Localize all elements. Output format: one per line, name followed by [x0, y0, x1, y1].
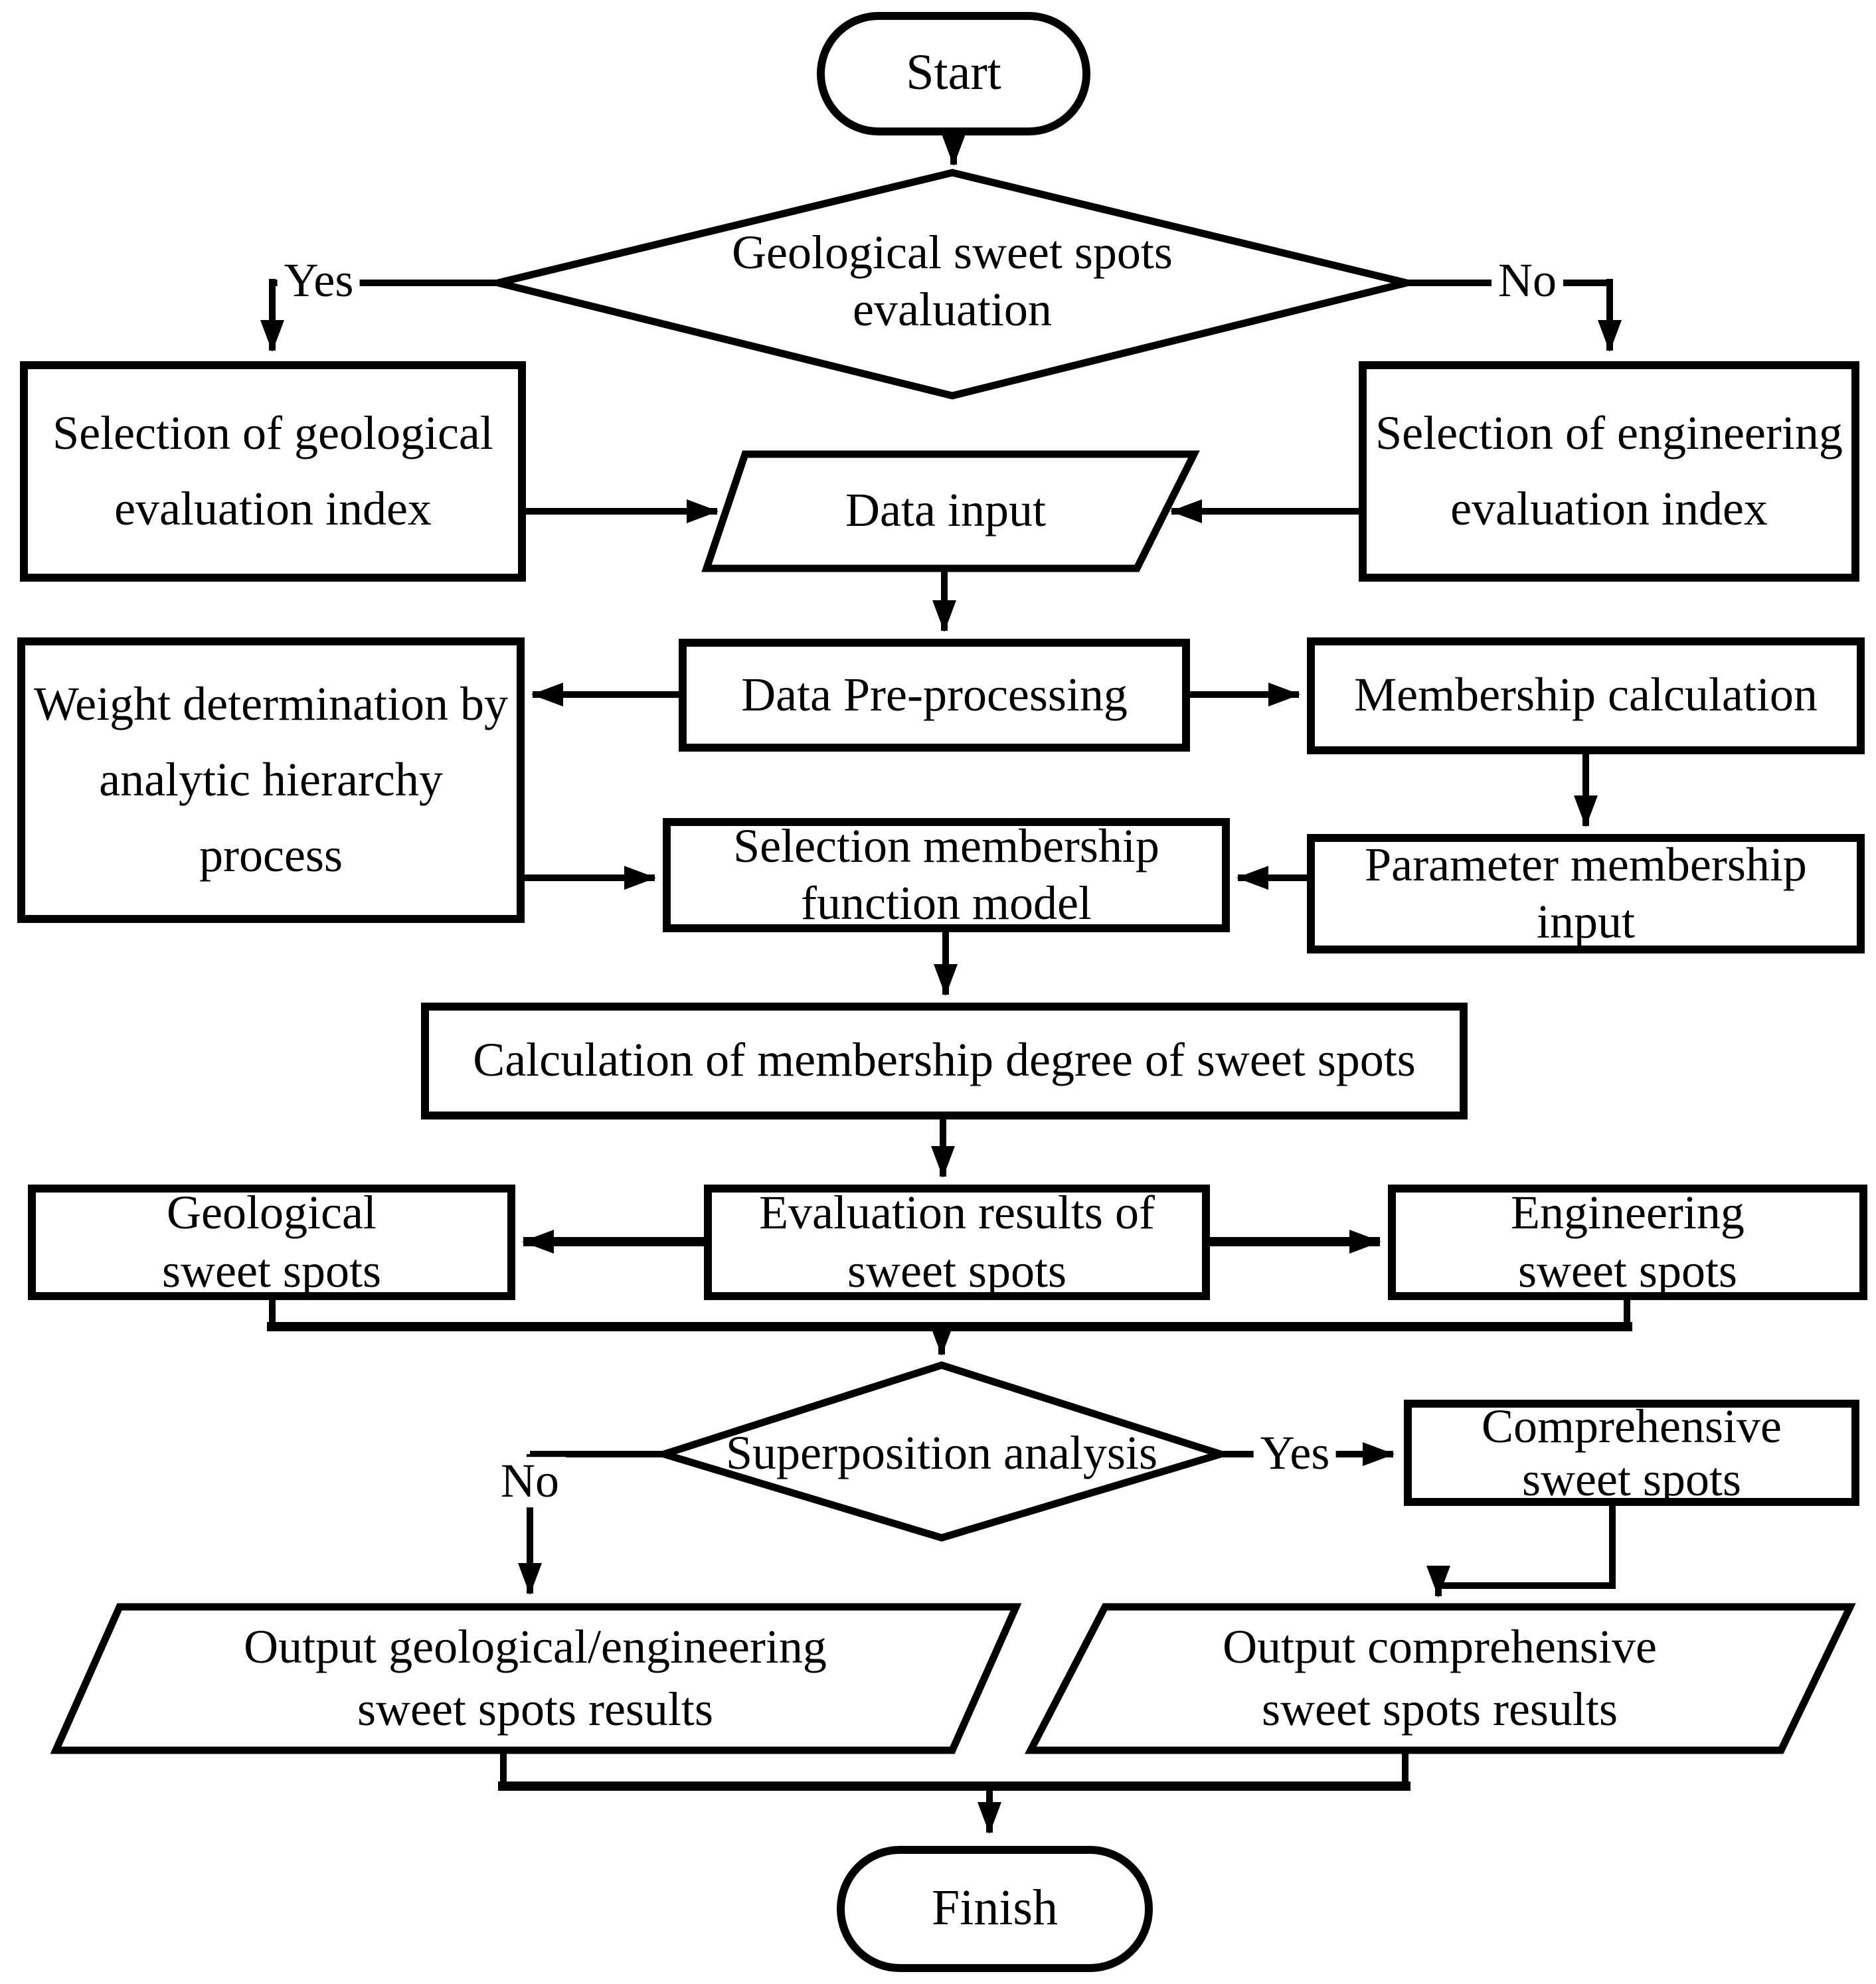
node-finish: Finish	[837, 1846, 1153, 1972]
label-line: sweet spots	[847, 1244, 1066, 1297]
label-line: Selection of geological	[52, 406, 493, 460]
label-line: sweet spots results	[1262, 1683, 1618, 1736]
label-line: Parameter membership	[1365, 837, 1807, 891]
label-line: Membership calculation	[1354, 668, 1818, 722]
edge-comprehensive-outputcomp	[1426, 1506, 1616, 1598]
label-line: Comprehensive	[1482, 1399, 1782, 1453]
label-line: evaluation index	[1450, 482, 1768, 535]
node-output-comprehensive-label: Output comprehensive sweet spots results	[1041, 1616, 1838, 1741]
label-line: input	[1536, 895, 1635, 948]
node-start: Start	[817, 12, 1090, 135]
edge-label-yes: Yes	[1253, 1428, 1337, 1479]
label-line: evaluation index	[114, 482, 432, 535]
label-line: Data input	[845, 483, 1046, 537]
node-evaluation-results: Evaluation results of sweet spots	[704, 1185, 1210, 1300]
node-membership-calculation: Membership calculation	[1307, 637, 1865, 754]
label-line: sweet spots results	[357, 1683, 713, 1736]
node-parameter-membership-input: Parameter membership input	[1307, 834, 1865, 953]
label-line: analytic hierarchy	[99, 753, 443, 807]
label-line: Geological	[167, 1186, 377, 1240]
node-comprehensive-sweet-spots: Comprehensive sweet spots	[1404, 1399, 1859, 1506]
node-selection-engineering-index: Selection of engineering evaluation inde…	[1359, 361, 1859, 582]
node-output-geo-eng-label: Output geological/engineering sweet spot…	[137, 1616, 934, 1741]
io-output-comprehensive-shape	[1024, 1603, 1856, 1754]
io-data-input-shape	[701, 450, 1200, 572]
node-selection-membership-function: Selection membership function model	[663, 818, 1230, 932]
edge-label-no: No	[494, 1456, 566, 1507]
io-output-geo-eng-shape	[50, 1603, 1022, 1754]
node-data-input-label: Data input	[746, 478, 1145, 544]
label-line: Calculation of membership degree of swee…	[473, 1033, 1416, 1087]
label-line: Engineering	[1511, 1186, 1745, 1240]
label-line: Output comprehensive	[1223, 1620, 1657, 1674]
label-line: sweet spots	[1522, 1453, 1741, 1506]
edge-label-yes: Yes	[277, 256, 361, 307]
node-calculation-membership-degree: Calculation of membership degree of swee…	[421, 1003, 1468, 1119]
decision-geological-evaluation-shape	[497, 169, 1408, 400]
node-decision-superposition-label: Superposition analysis	[691, 1425, 1193, 1483]
label-line: Weight determination by	[33, 677, 508, 731]
node-geological-sweet-spots: Geological sweet spots	[28, 1185, 515, 1300]
label-line: Selection of engineering	[1375, 406, 1843, 460]
label-line: Data Pre-processing	[741, 667, 1128, 721]
edge-label-no: No	[1492, 256, 1563, 307]
node-engineering-sweet-spots: Engineering sweet spots	[1388, 1185, 1867, 1300]
decision-superposition-shape	[651, 1361, 1233, 1542]
label-line: Superposition analysis	[726, 1426, 1157, 1480]
label-line: evaluation	[853, 283, 1052, 336]
label-line: Output geological/engineering	[244, 1620, 827, 1674]
label-line: function model	[801, 876, 1092, 930]
label-line: sweet spots	[1518, 1244, 1737, 1297]
node-data-preprocessing: Data Pre-processing	[679, 639, 1190, 752]
node-finish-label: Finish	[931, 1880, 1059, 1936]
node-selection-geological-index: Selection of geological evaluation index	[20, 361, 526, 582]
label-line: Geological sweet spots	[732, 225, 1173, 279]
label-line: Selection membership	[733, 819, 1159, 872]
label-line: sweet spots	[162, 1244, 381, 1297]
node-weight-determination: Weight determination by analytic hierarc…	[17, 637, 525, 923]
label-line: process	[199, 828, 343, 882]
node-decision-geological-evaluation-label: Geological sweet spots evaluation	[620, 212, 1284, 351]
node-start-label: Start	[906, 44, 1001, 101]
label-line: Evaluation results of	[759, 1186, 1155, 1240]
